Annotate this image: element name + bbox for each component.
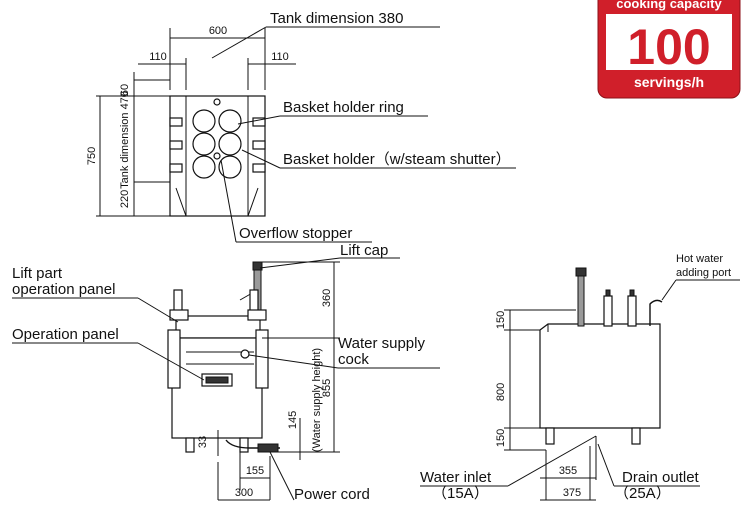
label-water-supply-line2: cock <box>338 351 369 368</box>
dim-855: 855 <box>321 379 333 397</box>
label-lift-part-line2: operation panel <box>12 281 115 298</box>
badge-unit: servings/h <box>634 74 704 90</box>
dim-tank-470: Tank dimension 470 <box>119 91 131 189</box>
dim-side-800: 800 <box>495 383 507 401</box>
label-tank-dimension: Tank dimension 380 <box>270 10 403 27</box>
dim-110-left: 110 <box>149 51 167 63</box>
dim-33: 33 <box>197 436 209 448</box>
dim-60: 60 <box>119 84 131 96</box>
dim-355: 355 <box>559 465 577 477</box>
badge-top-text: cooking capacity <box>616 0 722 11</box>
label-basket-holder-ring: Basket holder ring <box>283 99 404 116</box>
dim-600: 600 <box>209 25 227 37</box>
dim-220: 220 <box>119 190 131 208</box>
label-hot-water-line1: Hot water <box>676 253 723 265</box>
label-drain-outlet-line1: Drain outlet <box>622 469 700 486</box>
top-view: 600 110 110 Tank dimension 380 <box>86 10 516 243</box>
label-water-inlet-line1: Water inlet <box>420 469 492 486</box>
label-lift-part-line1: Lift part <box>12 265 63 282</box>
dim-water-supply-height: (Water supply height) <box>311 348 323 452</box>
dim-145: 145 <box>287 411 299 429</box>
dim-155: 155 <box>246 465 264 477</box>
label-operation-panel: Operation panel <box>12 326 119 343</box>
dim-110-right: 110 <box>271 51 289 63</box>
dim-360: 360 <box>321 289 333 307</box>
dim-300: 300 <box>235 487 253 499</box>
front-view: 360 855 (Water supply height) 145 33 155… <box>12 242 440 503</box>
capacity-badge: cooking capacity 100 servings/h <box>597 0 741 99</box>
dim-side-150-bottom: 150 <box>495 429 507 447</box>
side-view: 150 800 150 355 375 Hot water adding por… <box>420 253 740 502</box>
badge-number: 100 <box>627 19 710 75</box>
dim-375: 375 <box>563 487 581 499</box>
label-water-supply-line1: Water supply <box>338 335 425 352</box>
label-water-inlet-line2: （15A） <box>432 485 489 502</box>
label-overflow-stopper: Overflow stopper <box>239 225 352 242</box>
label-drain-outlet-line2: （25A） <box>614 485 671 502</box>
dim-side-150-top: 150 <box>495 311 507 329</box>
dim-750: 750 <box>86 147 98 165</box>
label-hot-water-line2: adding port <box>676 267 731 279</box>
label-power-cord: Power cord <box>294 486 370 503</box>
label-lift-cap: Lift cap <box>340 242 388 259</box>
label-basket-holder: Basket holder（w/steam shutter） <box>283 151 511 168</box>
